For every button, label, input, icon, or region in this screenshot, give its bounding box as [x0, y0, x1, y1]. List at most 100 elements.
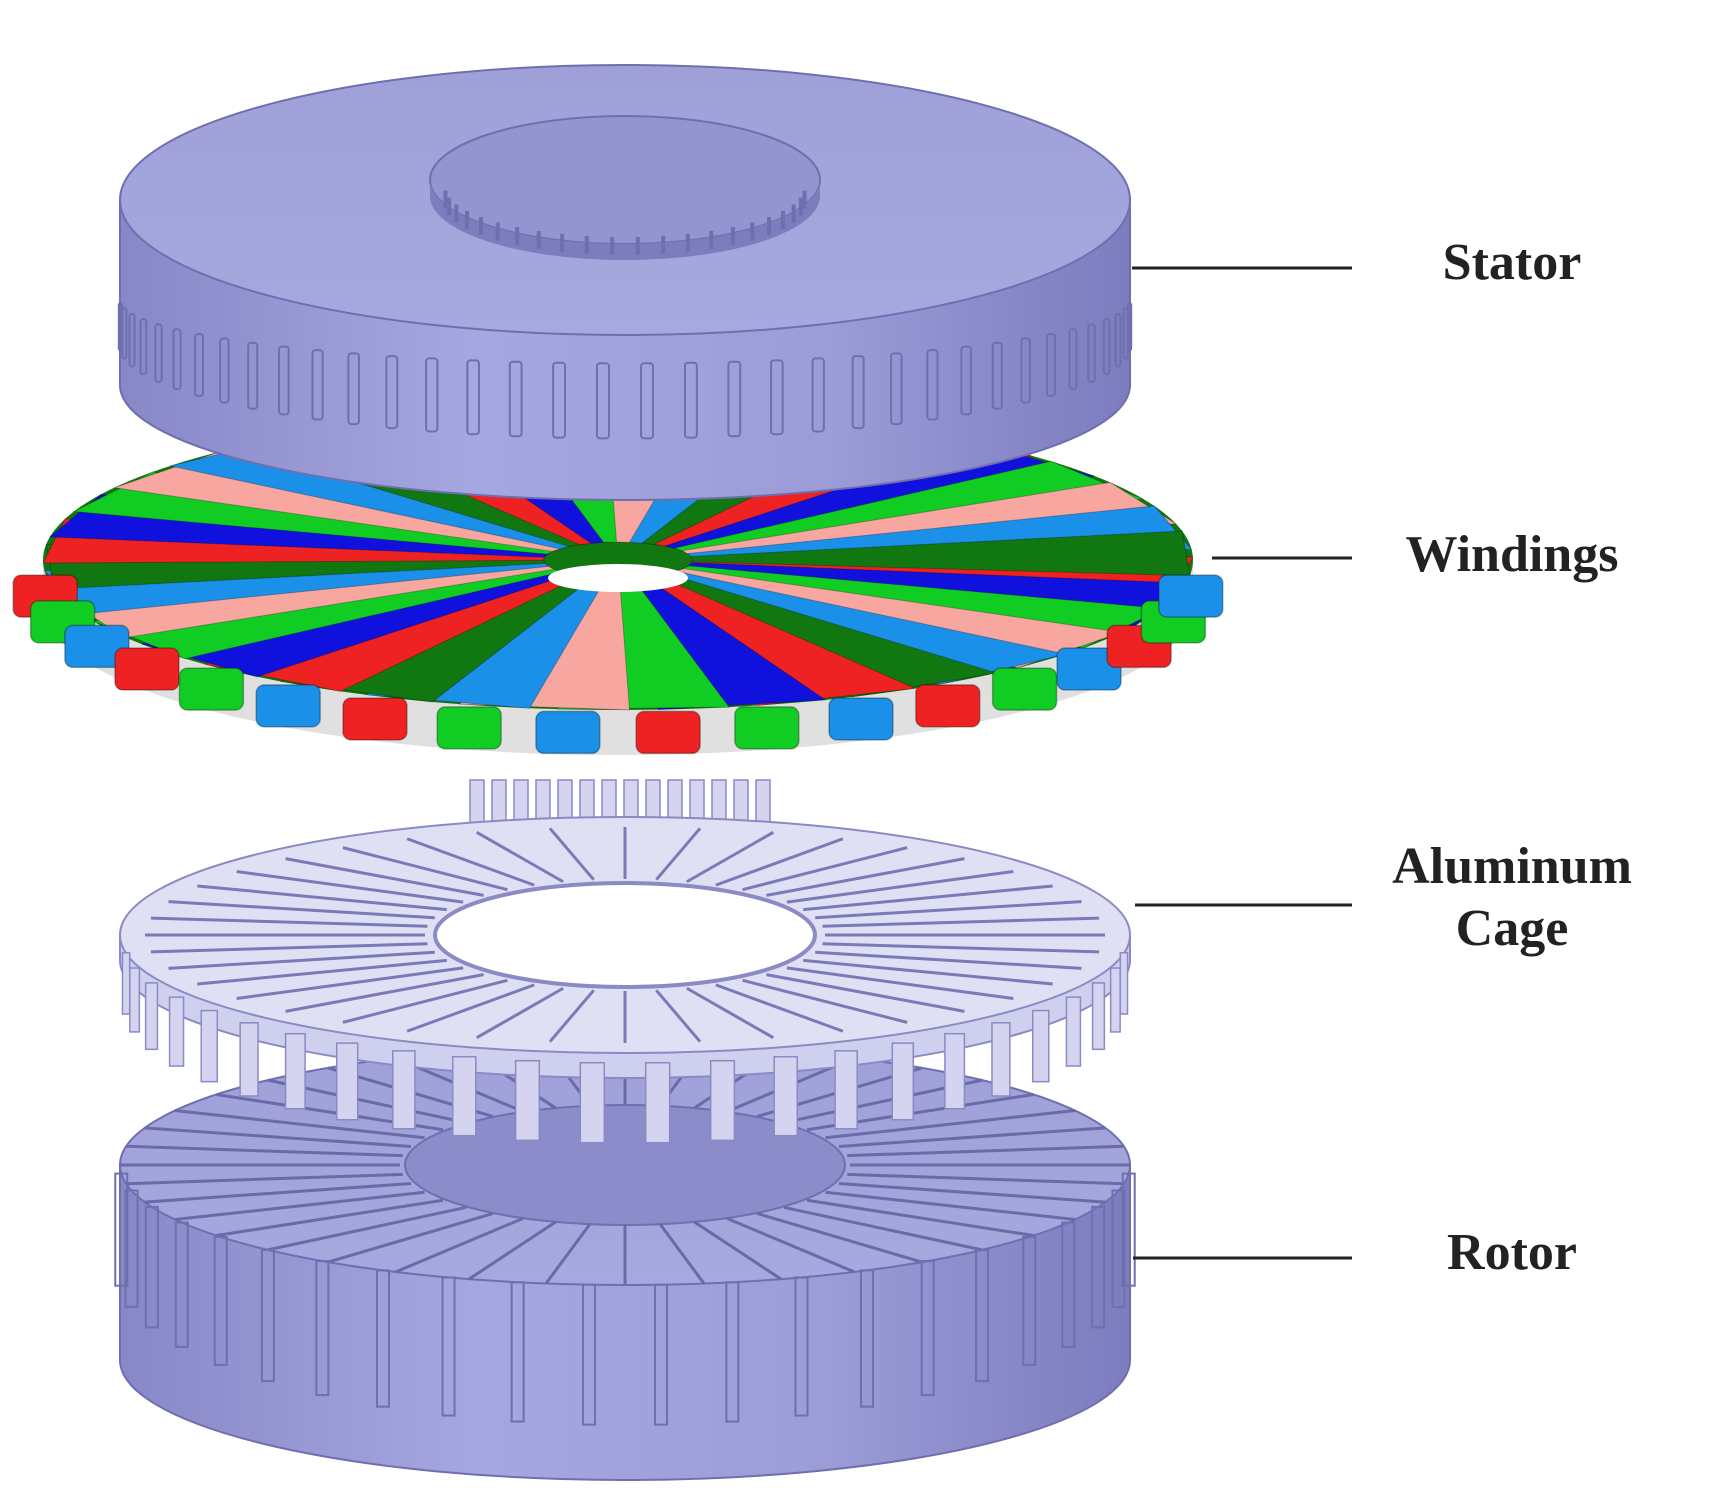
- stator-inner-slots: [443, 190, 807, 255]
- stator-slot: [1102, 318, 1111, 376]
- cage-spoke: [715, 837, 844, 887]
- cage-bar: [129, 967, 141, 1033]
- cage-spoke: [655, 827, 702, 881]
- cage-spoke: [168, 950, 435, 970]
- cage-bar: [121, 951, 131, 1015]
- cage-spoke: [786, 870, 1014, 904]
- aluminum-cage-label-line1: Aluminum: [1392, 838, 1632, 895]
- stator-slot: [683, 361, 698, 439]
- rotor-slot-side: [213, 1235, 228, 1366]
- rotor-slot-side: [920, 1260, 935, 1397]
- rotor-slot-side: [1061, 1221, 1076, 1348]
- rotor-slot-side: [510, 1281, 525, 1423]
- cage-bar: [144, 982, 159, 1051]
- rotor-slot-side: [144, 1205, 159, 1329]
- cage-spoke: [686, 986, 775, 1040]
- aluminum-cage-part: [119, 779, 1131, 1144]
- aluminum-cage-label: Aluminum Cage: [1352, 836, 1672, 961]
- cage-bar: [1065, 996, 1082, 1067]
- stator-slot: [219, 337, 230, 404]
- cage-bar: [834, 1050, 858, 1130]
- cage-bar: [168, 996, 185, 1067]
- rotor-slot-side: [174, 1221, 189, 1348]
- cage-spoke: [150, 916, 428, 928]
- cage-spoke: [150, 942, 428, 954]
- rotor-slot-top: [726, 1217, 855, 1274]
- rotor-slot-top: [468, 1220, 557, 1281]
- rotor-slot-side: [260, 1248, 275, 1383]
- cage-spoke: [786, 966, 1014, 1000]
- cage-bar: [644, 1061, 671, 1144]
- rotor-slot-side: [441, 1276, 456, 1417]
- winding-end-turn: [114, 647, 180, 691]
- rotor-slot-top: [838, 1126, 1106, 1148]
- stator-slot: [154, 323, 163, 383]
- rotor-slot-top: [658, 1223, 706, 1285]
- cage-spoke: [822, 916, 1100, 928]
- rotor-slot-side: [1111, 1189, 1126, 1308]
- cage-bar: [579, 1061, 606, 1144]
- stator-slot: [1114, 312, 1122, 368]
- cage-spoke: [475, 986, 564, 1040]
- rotor-slot-top: [544, 1223, 592, 1285]
- winding-end-turn: [734, 706, 800, 750]
- cage-bar: [991, 1022, 1011, 1097]
- cage-spoke: [197, 884, 447, 912]
- rotor-slot-top: [783, 1205, 983, 1252]
- winding-end-turn: [991, 667, 1058, 711]
- stator-slot: [640, 362, 655, 440]
- rotor-slot-side: [124, 1189, 139, 1308]
- cage-bar: [335, 1042, 359, 1121]
- rotor-slot-side: [794, 1276, 809, 1417]
- winding-end-turn: [635, 710, 701, 755]
- stator-slot: [247, 341, 259, 410]
- rotor-slot-top: [174, 1190, 425, 1221]
- rotor-slot-side: [581, 1283, 596, 1426]
- cage-bar: [452, 1055, 477, 1137]
- stator-part: [117, 64, 1133, 501]
- stator-slot: [425, 357, 439, 433]
- winding-end-turn: [342, 697, 408, 741]
- rotor-slot-side: [725, 1281, 740, 1423]
- stator-slot: [960, 345, 972, 416]
- rotor-slot-side: [975, 1248, 990, 1383]
- cage-spoke: [168, 900, 435, 920]
- stator-slot: [139, 318, 148, 376]
- rotor-slot-top: [126, 1144, 403, 1158]
- stator-slot: [770, 359, 784, 436]
- stator-slot: [595, 362, 610, 440]
- rotor-label: Rotor: [1447, 1224, 1577, 1281]
- stator-label: Stator: [1442, 234, 1582, 291]
- winding-coil: [672, 460, 1144, 554]
- cage-spoke: [815, 900, 1082, 920]
- cage-spoke: [406, 837, 535, 887]
- stator-slot: [121, 307, 128, 360]
- rotor-slot-top: [174, 1109, 425, 1140]
- cage-bar: [239, 1022, 259, 1097]
- stator-slot: [194, 332, 205, 398]
- cage-bar: [773, 1055, 798, 1137]
- cage-spoke: [742, 846, 908, 892]
- rotor-slot-top: [327, 1212, 494, 1264]
- stator-slot: [311, 349, 324, 421]
- cage-bar: [891, 1042, 915, 1121]
- cage-spoke: [715, 983, 844, 1033]
- stator-slot: [811, 357, 825, 433]
- stator-slot: [466, 359, 480, 436]
- cage-spoke: [822, 942, 1100, 954]
- rotor-slot-top: [806, 1198, 1034, 1238]
- stator-slot: [278, 345, 290, 416]
- cage-spoke: [285, 973, 484, 1013]
- winding-end-turn: [915, 684, 981, 728]
- rotor-slot-side: [1022, 1235, 1037, 1366]
- cage-spoke: [803, 884, 1053, 912]
- rotor-slot-side: [1091, 1205, 1106, 1329]
- rotor-slot-side: [1121, 1172, 1136, 1287]
- rotor-slot-top: [825, 1109, 1076, 1140]
- stator-slot: [727, 360, 742, 438]
- cage-bar: [392, 1050, 416, 1130]
- cage-bar: [200, 1009, 219, 1083]
- stator-slot: [1068, 328, 1078, 391]
